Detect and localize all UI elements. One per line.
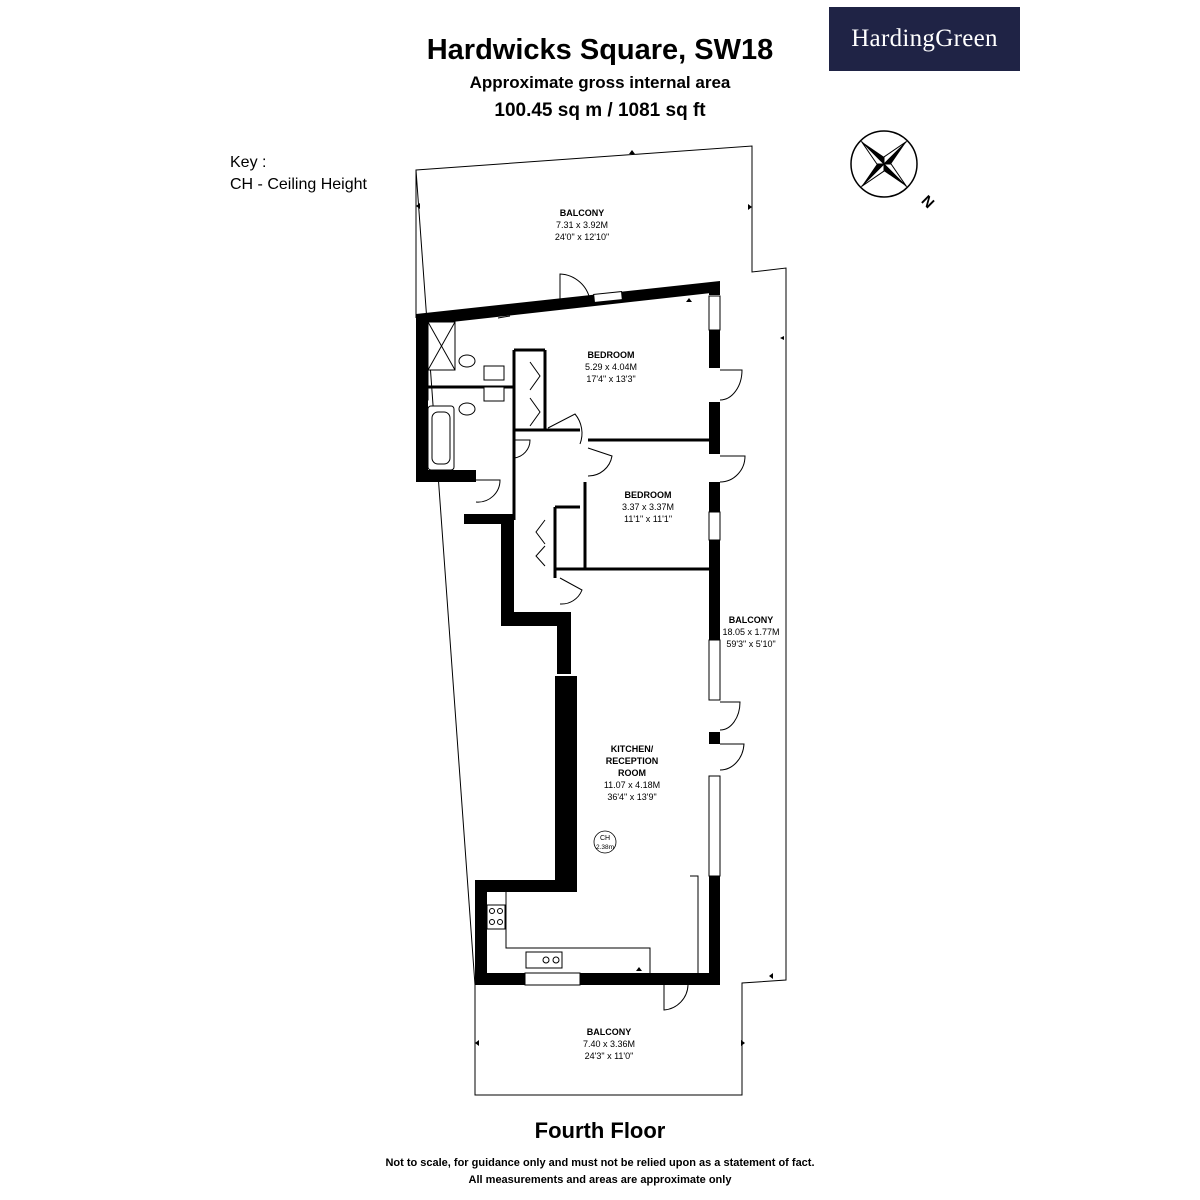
agency-logo-text: HardingGreen [851, 25, 998, 52]
interior-walls [428, 348, 713, 578]
toilet-icon [458, 354, 476, 368]
ceiling-height-value: 2.38m [596, 844, 614, 851]
balcony-bottom-name: BALCONY [587, 1027, 632, 1037]
bedroom-2-metric: 3.37 x 3.37M [622, 502, 674, 512]
wardrobe-doors [529, 361, 546, 567]
basin-icon-2 [483, 386, 505, 402]
bedroom-1-imperial: 17'4" x 13'3" [586, 374, 635, 384]
key-entry-ch: CH - Ceiling Height [230, 176, 367, 193]
kitchen-imperial: 36'4" x 13'9" [607, 792, 656, 802]
balcony-bottom-metric: 7.40 x 3.36M [583, 1039, 635, 1049]
disclaimer-line-1: Not to scale, for guidance only and must… [385, 1157, 815, 1169]
bedroom-2-name: BEDROOM [625, 490, 672, 500]
hob-icon [486, 904, 506, 930]
kitchen-units [486, 875, 699, 973]
bathroom-fixtures [419, 321, 505, 471]
area-caption: Approximate gross internal area [469, 73, 731, 92]
basin-icon [483, 365, 505, 381]
sink-icon [525, 951, 563, 969]
ceiling-height-label: CH [600, 835, 610, 842]
bedroom-1-name: BEDROOM [588, 350, 635, 360]
balcony-side-imperial: 59'3" x 5'10" [726, 639, 775, 649]
balcony-top-imperial: 24'0" x 12'10" [555, 232, 609, 242]
plan-title: Hardwicks Square, SW18 [426, 34, 774, 66]
balcony-outline [415, 145, 787, 1096]
bedroom-2-imperial: 11'1" x 11'1" [624, 514, 672, 524]
door-swings [475, 273, 746, 1011]
agency-logo: HardingGreen [829, 7, 1020, 71]
gross-area: 100.45 sq m / 1081 sq ft [494, 100, 706, 121]
ceiling-height-marker: CH 2.38m [593, 830, 617, 854]
bedroom-1-metric: 5.29 x 4.04M [585, 362, 637, 372]
floor-label: Fourth Floor [534, 1118, 666, 1143]
balcony-side-name: BALCONY [729, 615, 774, 625]
balcony-top-metric: 7.31 x 3.92M [556, 220, 608, 230]
disclaimer-line-2: All measurements and areas are approxima… [468, 1174, 732, 1186]
balcony-side-metric: 18.05 x 1.77M [722, 627, 779, 637]
key-heading: Key : [230, 154, 267, 171]
balcony-bottom-imperial: 24'3" x 11'0" [585, 1051, 634, 1061]
compass-north-label: N [918, 192, 938, 212]
kitchen-name-line-2: RECEPTION [606, 756, 659, 766]
compass-rose-icon [850, 130, 918, 198]
kitchen-name-line-1: KITCHEN/ [611, 744, 654, 754]
kitchen-name-line-3: ROOM [618, 768, 646, 778]
dimension-ticks [416, 150, 784, 1046]
balcony-top-name: BALCONY [560, 208, 605, 218]
kitchen-metric: 11.07 x 4.18M [604, 780, 660, 790]
toilet-icon-2 [458, 402, 476, 416]
windows [497, 291, 721, 986]
key-legend: Key : CH - Ceiling Height [230, 152, 367, 196]
